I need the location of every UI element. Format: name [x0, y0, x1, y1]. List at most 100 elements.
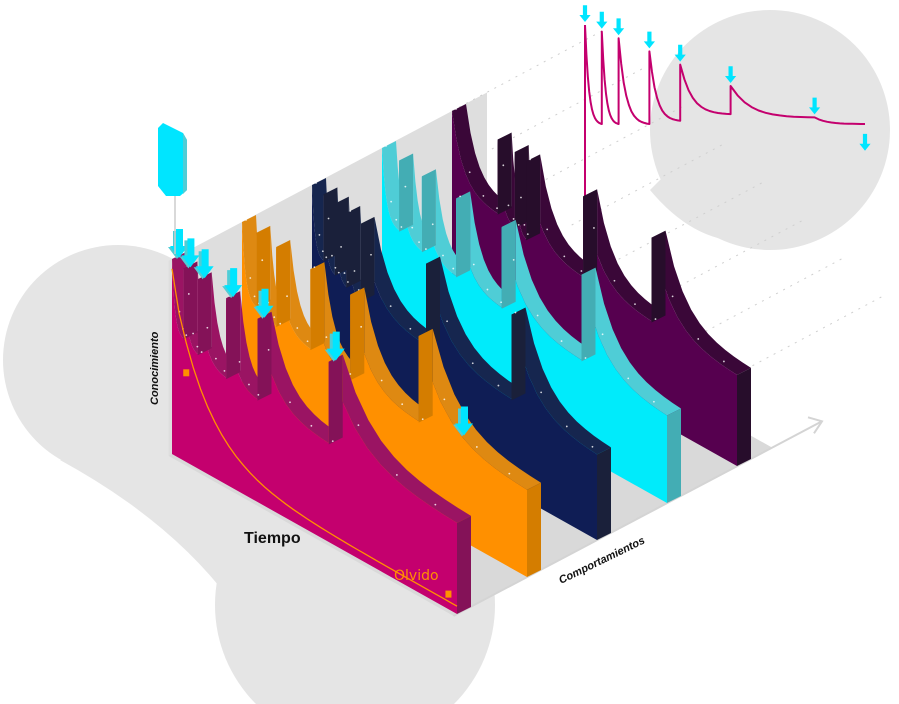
reinforcement-step-face — [257, 311, 272, 401]
guide-dot — [187, 293, 190, 295]
guide-dot — [401, 403, 404, 406]
guide-dot — [496, 207, 498, 210]
guide-dot — [315, 182, 317, 184]
guide-dot — [349, 373, 352, 375]
detached-reinforcement-arrow-icon — [643, 31, 655, 49]
guide-dot — [215, 357, 217, 360]
guide-dot — [526, 233, 529, 236]
reinforcement-step-face — [310, 262, 325, 351]
guide-dot — [508, 472, 511, 475]
guide-dot — [517, 223, 520, 226]
guide-dot — [472, 263, 475, 266]
reinforcement-step-face — [511, 307, 526, 401]
guide-dot — [565, 425, 568, 428]
guide-dot — [452, 267, 455, 270]
projection-guide — [691, 258, 842, 340]
guide-dot — [591, 445, 594, 448]
reinforcement-arrow-icon — [193, 249, 214, 280]
reinforcement-step-face — [583, 189, 598, 279]
guide-dot — [334, 266, 337, 269]
guide-dot — [468, 171, 471, 174]
guide-dot — [192, 332, 195, 335]
guide-dot — [279, 322, 282, 325]
guide-dot — [223, 369, 226, 372]
guide-dot — [343, 272, 346, 274]
z-axis-line — [453, 420, 823, 617]
detached-reinforcement-arrow-icon — [859, 133, 871, 151]
guide-dot — [584, 357, 587, 359]
reinforcement-step-face — [651, 230, 666, 323]
reinforcement-step-face — [197, 272, 212, 356]
guide-dot — [327, 217, 330, 220]
guide-dot — [455, 108, 457, 110]
reinforcement-step-face — [360, 216, 375, 302]
guide-dot — [546, 228, 549, 231]
reinforcement-arrow-icon — [179, 238, 200, 269]
guide-dot — [331, 440, 334, 443]
guide-dot — [502, 164, 505, 167]
arrow-body — [859, 133, 871, 151]
guide-dot — [310, 424, 313, 427]
arrow-body — [809, 97, 821, 115]
arrow-body — [224, 268, 243, 298]
guide-dot — [200, 351, 203, 353]
guide-dot — [400, 226, 403, 228]
guide-dot — [540, 391, 543, 394]
arrow-body — [181, 238, 200, 268]
guide-dot — [459, 195, 461, 198]
arrow-body — [643, 31, 655, 49]
arrow-body — [674, 44, 686, 62]
guide-dot — [321, 250, 324, 253]
slab-top-surface — [312, 178, 611, 455]
guide-dot — [593, 227, 595, 229]
guide-dot — [431, 223, 434, 226]
x-axis-label: Tiempo — [244, 530, 301, 547]
guide-dot — [325, 256, 328, 259]
guide-dot — [409, 327, 412, 330]
reinforcement-step-face — [581, 267, 596, 362]
guide-dot — [395, 474, 398, 476]
guide-dot — [512, 258, 515, 261]
guide-dot — [697, 338, 700, 340]
guide-dot — [500, 301, 503, 304]
guide-dot — [442, 254, 444, 257]
guide-dot — [471, 362, 474, 365]
arrow-body — [326, 331, 345, 361]
guide-dot — [411, 226, 414, 229]
arrow-body — [596, 11, 608, 29]
reinforcement-step-face — [426, 256, 440, 347]
guide-dot — [238, 360, 241, 363]
y-axis-label: Conocimiento — [149, 331, 161, 405]
reinforcement-step-face — [501, 219, 516, 309]
reinforcement-step-face — [418, 328, 433, 423]
detached-reinforcement-arrow-icon — [809, 97, 821, 115]
guide-dot — [634, 303, 636, 306]
arrow-body — [613, 18, 625, 36]
slab-end-face — [667, 408, 681, 503]
guide-dot — [253, 295, 256, 298]
slab-end-face — [457, 515, 471, 614]
forgetting-curve-line — [171, 268, 458, 607]
z-axis-arrowhead — [807, 416, 824, 434]
guide-dot — [267, 348, 270, 351]
projection-guide — [731, 296, 882, 378]
guide-dot — [529, 158, 531, 161]
guide-dot — [313, 266, 316, 269]
guide-dot — [482, 195, 485, 197]
guide-dot — [723, 360, 725, 363]
detached-reinforcement-arrow-icon — [613, 18, 625, 36]
guide-dot — [446, 320, 448, 323]
guide-dot — [196, 345, 199, 348]
guide-dot — [289, 401, 291, 404]
slab-front-face — [312, 185, 597, 540]
behavior-slab — [312, 178, 611, 540]
guide-dot — [580, 270, 583, 272]
guide-dot — [286, 295, 288, 298]
guide-dot — [318, 234, 321, 236]
arrow-body — [195, 249, 214, 279]
guide-dot — [654, 318, 657, 320]
guide-dot — [627, 377, 630, 380]
behavior-slabs — [172, 104, 751, 614]
guide-dot — [360, 325, 363, 328]
